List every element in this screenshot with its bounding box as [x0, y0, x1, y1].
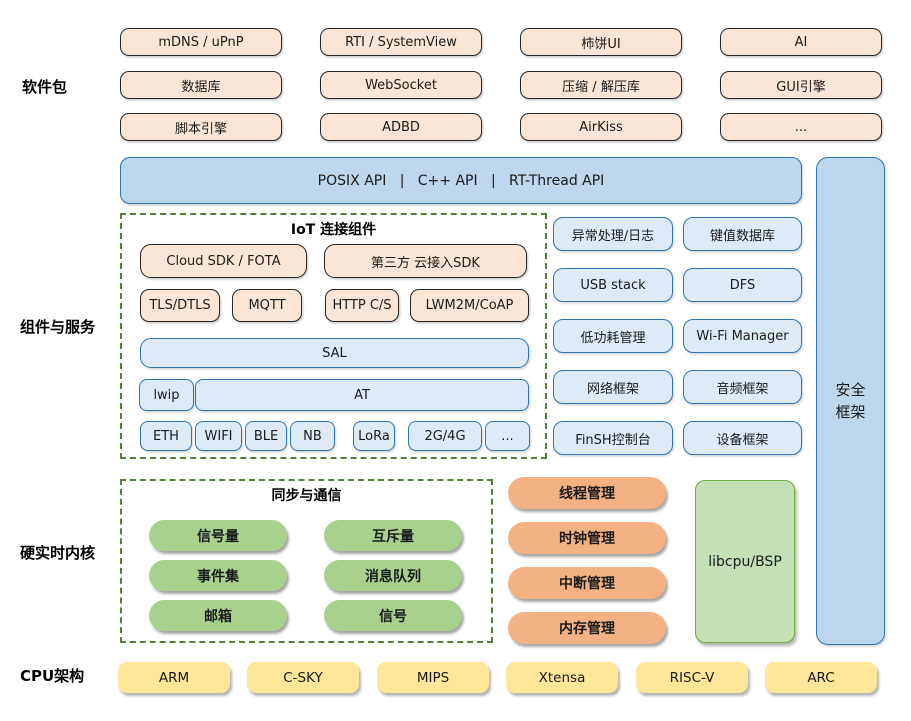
sync-pill: 信号量	[149, 520, 287, 551]
service-box: 音频框架	[683, 370, 802, 404]
sync-pill: 互斥量	[324, 520, 462, 551]
iot-protocol-box: TLS/DTLS	[140, 289, 220, 322]
iot-protocol-box: LWM2M/CoAP	[410, 289, 529, 322]
iot-sdk-box: 第三方 云接入SDK	[324, 244, 527, 278]
package-box: 脚本引擎	[120, 113, 282, 141]
link-box: WIFI	[195, 421, 242, 451]
service-box: USB stack	[553, 268, 673, 302]
cpu-pill: C-SKY	[247, 662, 359, 693]
service-box: FinSH控制台	[553, 421, 673, 455]
at-box: AT	[195, 379, 529, 411]
sync-pill: 消息队列	[324, 560, 462, 591]
section-label-packages: 软件包	[22, 78, 68, 96]
package-box: WebSocket	[320, 71, 482, 99]
service-box: 异常处理/日志	[553, 217, 673, 251]
api-layer-bar: POSIX API | C++ API | RT-Thread API	[120, 157, 802, 204]
package-box: 数据库	[120, 71, 282, 99]
service-box: 键值数据库	[683, 217, 802, 251]
service-box: 网络框架	[553, 370, 673, 404]
service-box: DFS	[683, 268, 802, 302]
package-box: RTI / SystemView	[320, 28, 482, 56]
service-box: Wi-Fi Manager	[683, 319, 802, 353]
sync-group-title: 同步与通信	[271, 488, 342, 504]
cpu-pill: MIPS	[377, 662, 489, 693]
package-box: 压缩 / 解压库	[520, 71, 682, 99]
link-box: LoRa	[353, 421, 395, 451]
iot-protocol-box: HTTP C/S	[325, 289, 399, 322]
manager-pill: 内存管理	[508, 612, 666, 644]
sync-group-box: 同步与通信 信号量 互斥量 事件集 消息队列 邮箱 信号	[120, 479, 493, 643]
cpu-pill: ARC	[765, 662, 877, 693]
sync-pill: 事件集	[149, 560, 287, 591]
package-box: ADBD	[320, 113, 482, 141]
package-box: AI	[720, 28, 882, 56]
service-box: 低功耗管理	[553, 319, 673, 353]
iot-group-box: IoT 连接组件 Cloud SDK / FOTA 第三方 云接入SDK TLS…	[120, 213, 547, 459]
iot-protocol-box: MQTT	[232, 289, 302, 322]
package-box: GUI引擎	[720, 71, 882, 99]
manager-pill: 时钟管理	[508, 522, 666, 554]
security-framework-text: 安全框架	[835, 380, 866, 422]
package-box: AirKiss	[520, 113, 682, 141]
package-box: mDNS / uPnP	[120, 28, 282, 56]
package-box: 柿饼UI	[520, 28, 682, 56]
cpu-pill: RISC-V	[636, 662, 748, 693]
manager-pill: 中断管理	[508, 567, 666, 599]
link-box: ETH	[140, 421, 192, 451]
link-box: ...	[485, 421, 530, 451]
security-framework-bar: 安全框架	[816, 157, 885, 645]
api-layer-text: POSIX API | C++ API | RT-Thread API	[317, 172, 605, 189]
sal-box: SAL	[140, 338, 529, 368]
sync-pill: 邮箱	[149, 600, 287, 631]
manager-pill: 线程管理	[508, 477, 666, 509]
section-label-kernel: 硬实时内核	[20, 544, 96, 562]
iot-group-title: IoT 连接组件	[290, 222, 377, 238]
libcpu-bsp-box: libcpu/BSP	[695, 480, 795, 643]
section-label-cpu: CPU架构	[20, 667, 85, 685]
lwip-box: lwip	[139, 379, 194, 411]
cpu-pill: Xtensa	[506, 662, 618, 693]
link-box: BLE	[245, 421, 287, 451]
link-box: 2G/4G	[408, 421, 482, 451]
section-label-components: 组件与服务	[20, 318, 96, 336]
package-box: ...	[720, 113, 882, 141]
link-box: NB	[290, 421, 335, 451]
sync-pill: 信号	[324, 600, 462, 631]
service-box: 设备框架	[683, 421, 802, 455]
iot-sdk-box: Cloud SDK / FOTA	[140, 244, 307, 278]
cpu-pill: ARM	[118, 662, 230, 693]
